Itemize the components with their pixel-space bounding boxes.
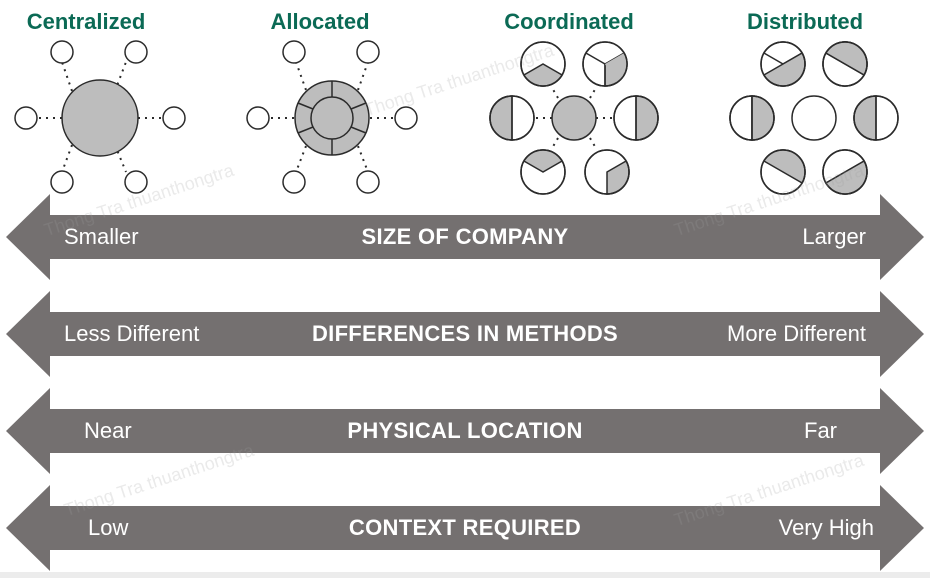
scale-title: CONTEXT REQUIRED xyxy=(348,515,582,540)
scale-right-label: Far xyxy=(804,418,837,443)
model-icons xyxy=(14,40,899,195)
model-title-centralized: Centralized xyxy=(26,9,146,34)
scale-title: SIZE OF COMPANY xyxy=(361,224,569,249)
scale-arrow-physical-location: Near PHYSICAL LOCATION Far xyxy=(0,386,930,476)
double-arrow-shape xyxy=(6,485,924,571)
distributed-nodes-icon xyxy=(729,41,899,195)
scale-left-label: Smaller xyxy=(64,224,139,249)
model-title-distributed: Distributed xyxy=(746,9,864,34)
double-arrow-shape xyxy=(6,291,924,377)
scale-right-label: More Different xyxy=(727,321,866,346)
model-title-coordinated: Coordinated xyxy=(504,9,634,34)
scale-right-label: Larger xyxy=(802,224,866,249)
scale-arrow-context-required: Low CONTEXT REQUIRED Very High xyxy=(0,483,930,573)
scale-left-label: Near xyxy=(84,418,132,443)
bottom-strip xyxy=(0,572,930,578)
scale-right-label: Very High xyxy=(778,515,874,540)
scale-title: PHYSICAL LOCATION xyxy=(347,418,583,443)
allocated-segmented-hub-icon xyxy=(246,40,418,194)
scale-arrow-company-size: Smaller SIZE OF COMPANY Larger xyxy=(0,192,930,282)
centralized-hub-icon xyxy=(14,40,186,194)
scale-arrow-method-differences: Less Different DIFFERENCES IN METHODS Mo… xyxy=(0,289,930,379)
double-arrow-shape xyxy=(6,388,924,474)
scale-left-label: Less Different xyxy=(64,321,200,346)
scale-title: DIFFERENCES IN METHODS xyxy=(311,321,619,346)
scale-left-label: Low xyxy=(88,515,129,540)
double-arrow-shape xyxy=(6,194,924,280)
model-title-allocated: Allocated xyxy=(270,9,370,34)
coordinated-network-icon xyxy=(489,41,659,195)
